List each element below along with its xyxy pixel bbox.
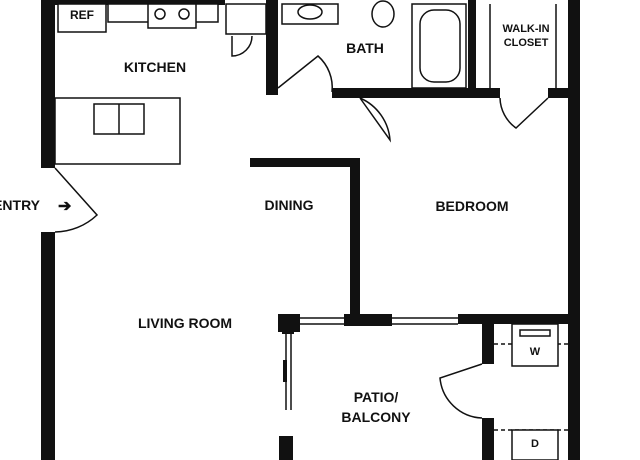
sliding-door (283, 334, 292, 410)
entry-arrow-icon: ➔ (58, 198, 72, 215)
left-wall-upper (41, 0, 55, 168)
left-wall-lower (41, 232, 55, 460)
living-room-label: LIVING ROOM (138, 315, 232, 331)
laundry-door (439, 363, 483, 419)
dining-label: DINING (265, 197, 314, 213)
patio-left-wall-top (282, 314, 294, 334)
patio-label-line1: PATIO/ (354, 389, 399, 405)
kitchen-label: KITCHEN (124, 59, 186, 75)
dishwasher (225, 3, 267, 35)
entry-door (54, 167, 99, 233)
dryer (511, 429, 559, 460)
closet-bottom-wall-right (548, 88, 568, 98)
dryer-label: D (531, 438, 539, 450)
bedroom-top-wall (360, 88, 500, 98)
kitchen-top-wall (55, 0, 225, 5)
toilet (371, 0, 395, 28)
patio-top-mid-wall (344, 314, 392, 326)
bedroom-left-wall (350, 158, 360, 324)
laundry-left-wall-top (482, 320, 494, 364)
right-wall (568, 0, 580, 460)
laundry (439, 323, 568, 460)
closet-label-line1: WALK-IN (502, 23, 549, 35)
bath-door (277, 55, 333, 93)
bath-label: BATH (346, 40, 384, 56)
closet-door (499, 97, 549, 129)
bedroom-door (359, 97, 391, 143)
closet-label-line2: CLOSET (504, 37, 549, 49)
bath-bottom-wall-right (332, 88, 360, 98)
closet-fixtures (489, 4, 557, 129)
closet-left-wall (468, 0, 476, 95)
bedroom-bottom-wall (458, 314, 568, 324)
pantry-door (231, 35, 253, 57)
patio-label-line2: BALCONY (341, 409, 411, 425)
vanity (281, 3, 339, 25)
refrigerator-label: REF (70, 8, 94, 22)
bath-fixtures (277, 0, 467, 93)
kitchen-fixtures (54, 3, 267, 165)
washer-label: W (530, 346, 541, 358)
refrigerator (57, 3, 107, 33)
laundry-left-wall-bottom (482, 418, 494, 460)
entry-label: ENTRY (0, 197, 41, 213)
walls (41, 0, 580, 460)
dining-top-wall (250, 158, 360, 167)
patio-left-wall-bottom (279, 436, 293, 460)
bath-left-wall (266, 0, 278, 95)
bedroom-label: BEDROOM (435, 198, 508, 214)
windows (300, 317, 458, 325)
